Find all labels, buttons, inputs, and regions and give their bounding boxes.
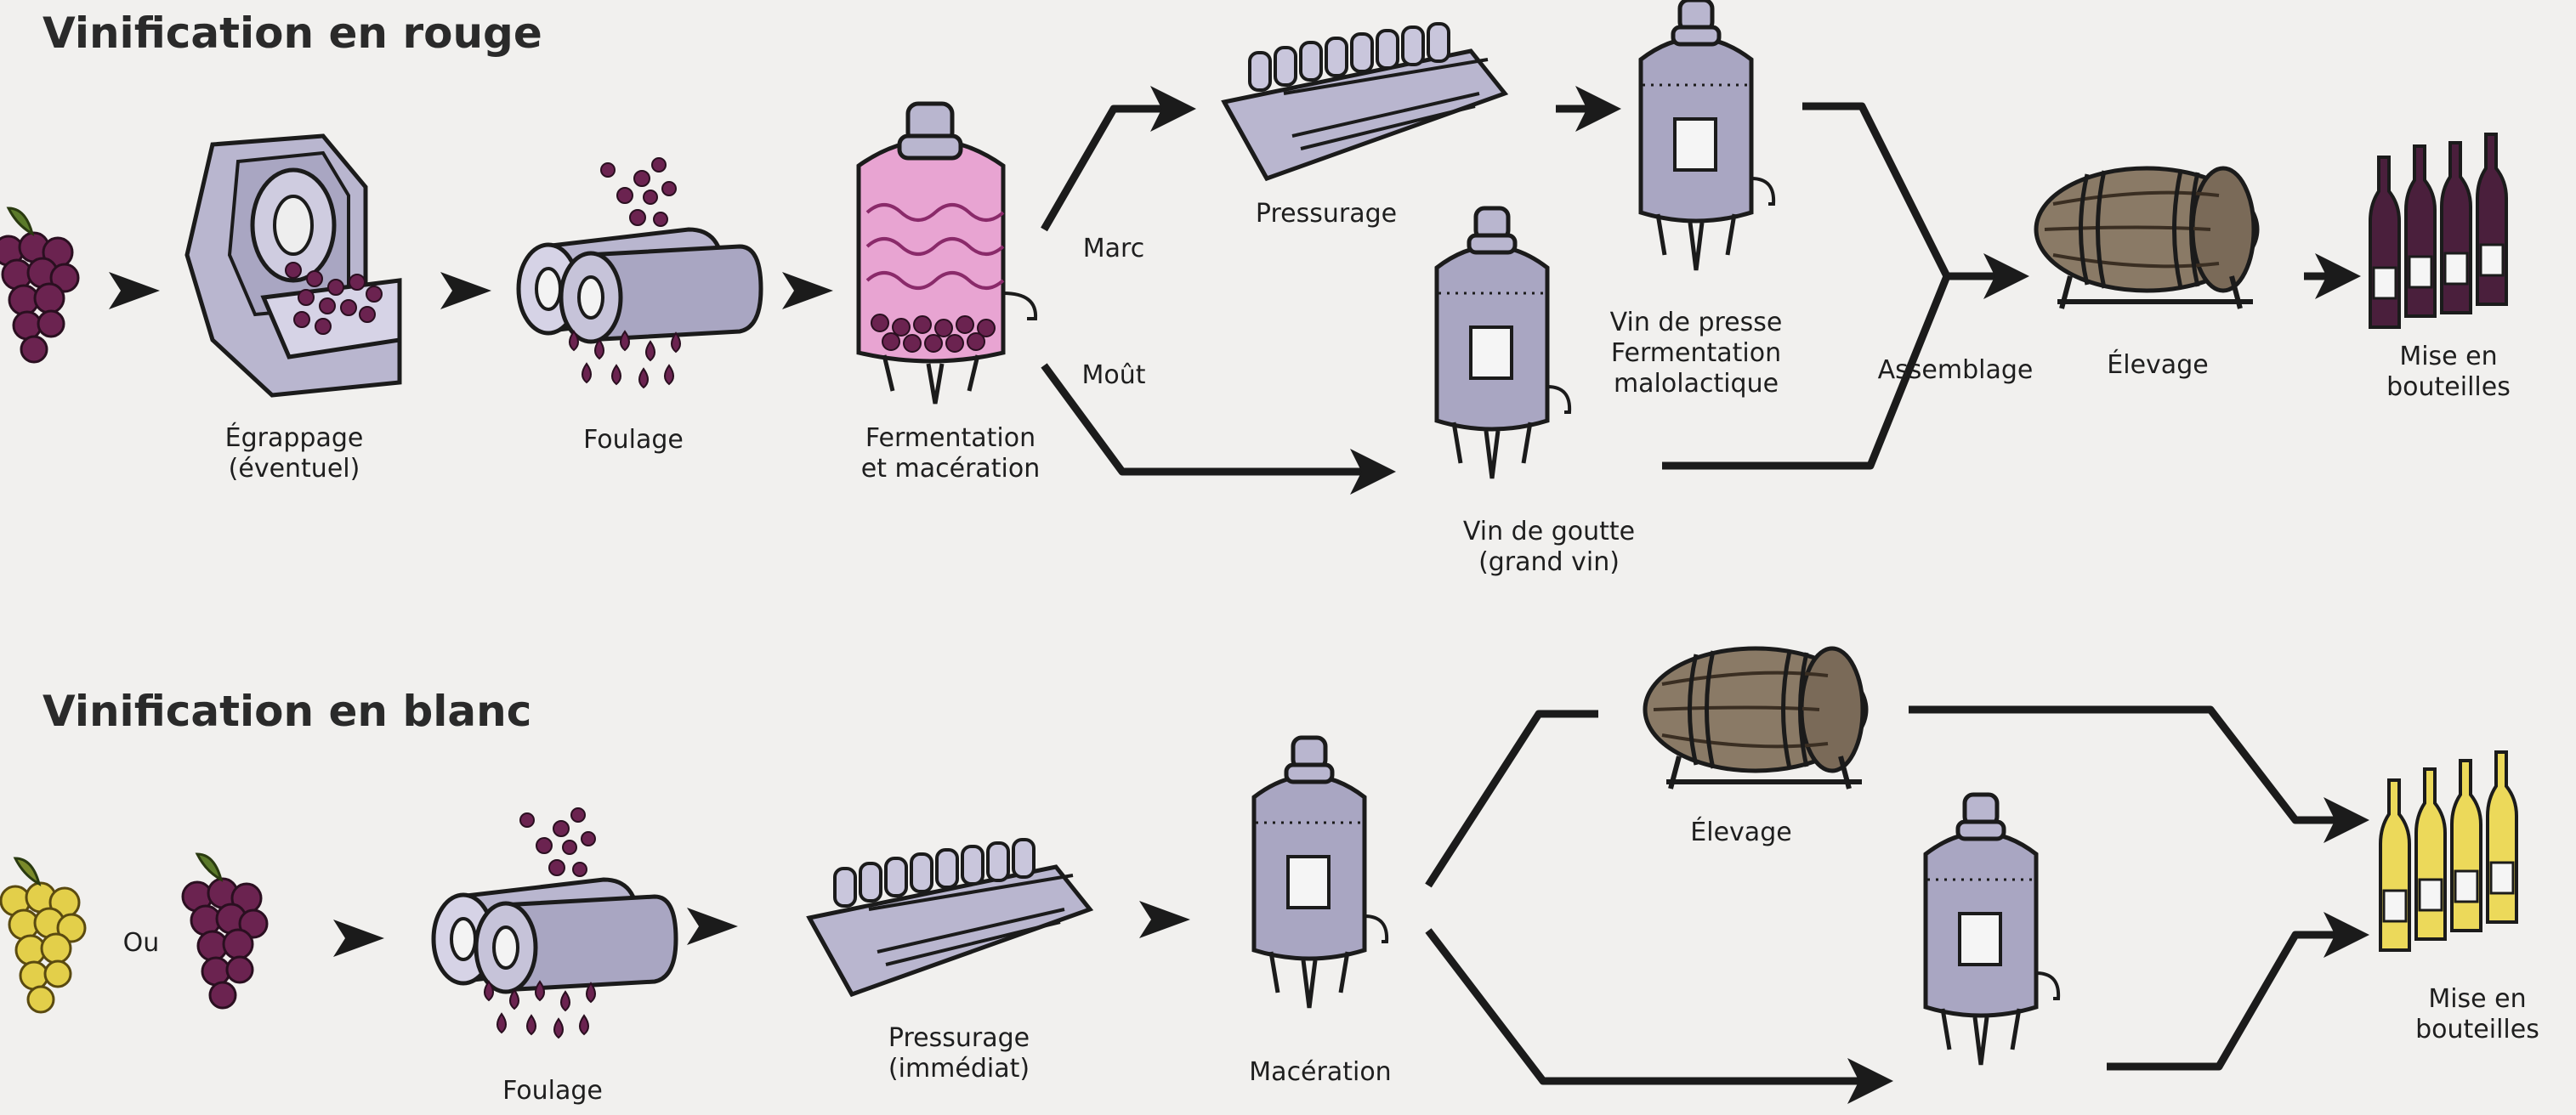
blanc-vat-maceration — [1254, 738, 1387, 1008]
rouge-flow-lines — [1041, 86, 2361, 495]
rouge-title: Vinification en rouge — [43, 8, 542, 58]
rouge-barrel — [2036, 168, 2257, 308]
label-egrappage: Égrappage(éventuel) — [224, 423, 364, 484]
blanc-pressoir — [809, 840, 1090, 994]
rouge-arrow-3 — [782, 272, 833, 309]
blanc-title: Vinification en blanc — [43, 687, 532, 736]
blanc-vat-elevage — [1926, 795, 2058, 1065]
blanc-arrow-1 — [333, 920, 384, 957]
label-pressurage-blanc: Pressurage(immédiat) — [888, 1023, 1030, 1084]
rouge-bottles — [2369, 133, 2508, 329]
rouge-arrow-1 — [109, 272, 160, 309]
label-mout: Moût — [1081, 360, 1146, 390]
blanc-barrel — [1645, 648, 1866, 789]
label-pressurage-rouge: Pressurage — [1255, 199, 1398, 229]
blanc-arrow-2 — [687, 908, 738, 945]
rouge-grapes — [0, 207, 80, 364]
blanc-grapes-white — [0, 857, 87, 1014]
label-maceration: Macération — [1249, 1057, 1392, 1087]
blanc-arrow-3 — [1139, 901, 1190, 938]
rouge-vat-presse — [1641, 0, 1773, 270]
label-vin-goutte: Vin de goutte(grand vin) — [1462, 517, 1636, 577]
label-ou: Ou — [122, 928, 160, 958]
blanc-flow-lines — [1425, 705, 2369, 1104]
label-marc: Marc — [1082, 234, 1145, 263]
label-elevage-rouge: Élevage — [2107, 350, 2209, 380]
label-foulage-blanc: Foulage — [502, 1076, 603, 1106]
rouge-fermentation-vat — [856, 101, 1038, 405]
rouge-egrappoir — [184, 133, 402, 398]
blanc-fouloir — [434, 807, 676, 1039]
blanc-grapes-red — [181, 852, 269, 1010]
rouge-vat-goutte — [1437, 208, 1569, 478]
rouge-fouloir — [519, 157, 761, 388]
label-foulage-rouge: Foulage — [583, 425, 684, 455]
rouge-pressoir — [1224, 24, 1505, 178]
blanc-bottles — [2379, 750, 2518, 952]
rouge-arrow-2 — [440, 272, 491, 309]
label-assemblage: Assemblage — [1877, 355, 2034, 385]
label-elevage-blanc: Élevage — [1690, 818, 1792, 847]
